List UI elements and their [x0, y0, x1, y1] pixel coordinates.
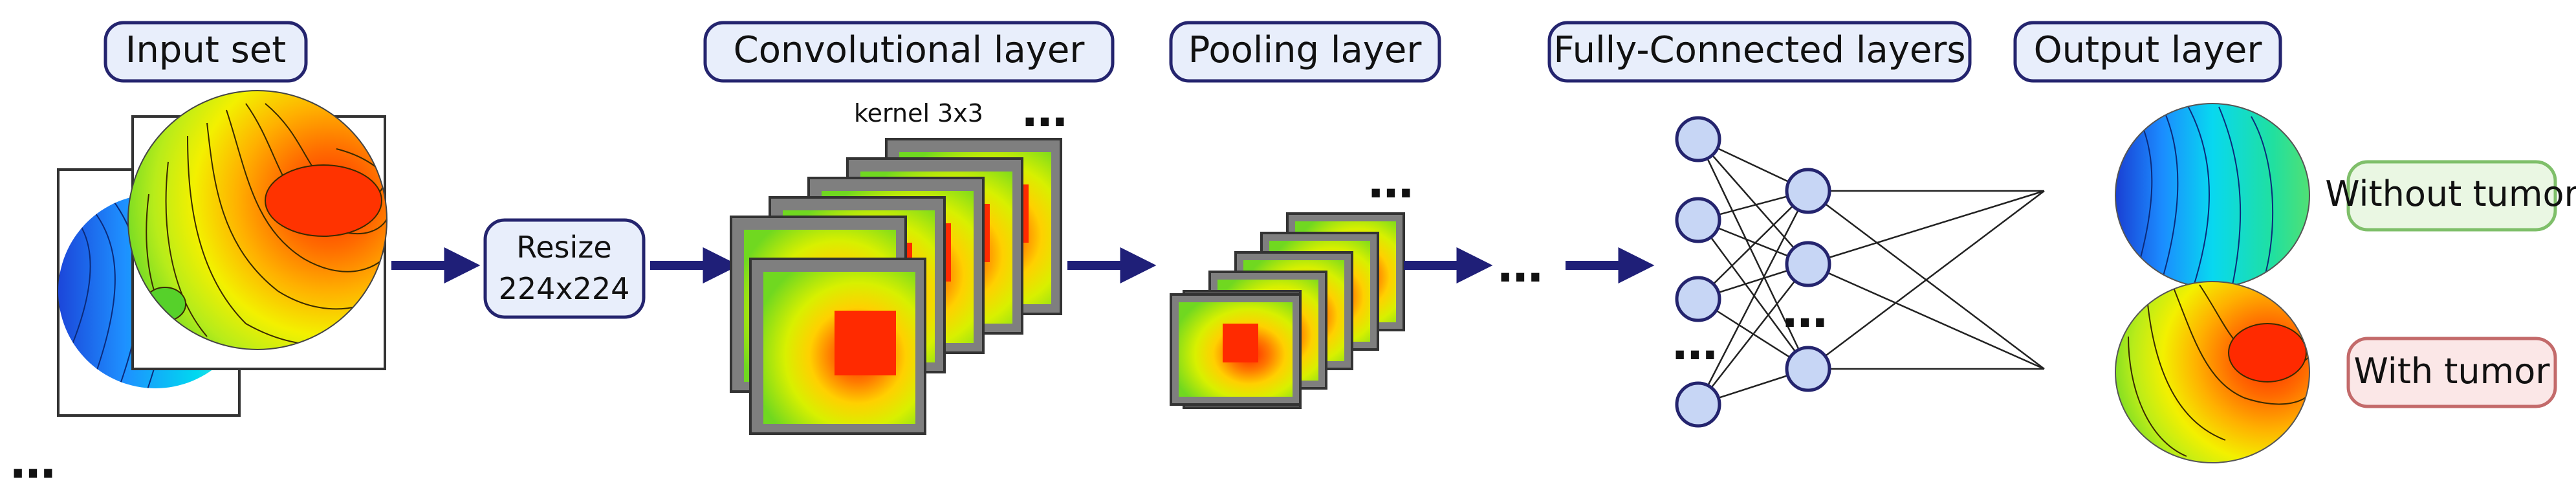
input-more-ellipsis: …	[10, 436, 56, 489]
output-class-with-tumor: With tumor	[2346, 337, 2557, 408]
pre-fc-ellipsis: …	[1498, 239, 1543, 293]
header-pool-label: Pooling layer	[1188, 29, 1423, 71]
neuron	[1675, 276, 1721, 322]
output-map-without-tumor	[2115, 103, 2310, 288]
fc1-more-ellipsis: …	[1672, 317, 1718, 370]
output-class-without-tumor: Without tumor	[2325, 160, 2576, 232]
fc-layer-1	[1675, 116, 1721, 428]
neuron	[1675, 381, 1721, 428]
neuron	[1785, 168, 1831, 214]
header-input-label: Input set	[126, 29, 286, 71]
header-input-set: Input set	[104, 21, 308, 83]
neuron	[1675, 116, 1721, 162]
header-output-layer: Output layer	[2013, 21, 2282, 83]
without-tumor-label: Without tumor	[2325, 173, 2576, 214]
header-convolutional-layer: Convolutional layer	[703, 21, 1115, 83]
fc2-more-ellipsis: …	[1782, 285, 1828, 338]
header-fc-label: Fully-Connected layers	[1553, 29, 1965, 71]
fc-layer-2	[1785, 168, 1831, 392]
conv-more-ellipsis: …	[1022, 84, 1067, 137]
header-conv-label: Convolutional layer	[734, 29, 1086, 71]
neuron	[1785, 241, 1831, 287]
conv-feature-maps	[730, 138, 1062, 435]
output-map-with-tumor	[2115, 281, 2310, 463]
fc-connections	[1697, 138, 2045, 406]
header-output-label: Output layer	[2034, 29, 2263, 71]
neuron	[1785, 346, 1831, 392]
with-tumor-label: With tumor	[2353, 351, 2550, 392]
input-image-front	[127, 90, 387, 370]
header-fully-connected-layers: Fully-Connected layers	[1547, 21, 1972, 83]
resize-label: Resize	[516, 230, 611, 265]
pool-feature-maps	[1170, 212, 1405, 409]
pool-more-ellipsis: …	[1368, 155, 1414, 208]
header-pooling-layer: Pooling layer	[1169, 21, 1441, 83]
neuron	[1675, 197, 1721, 243]
kernel-label: kernel 3x3	[854, 99, 983, 128]
resize-box: Resize 224x224	[483, 218, 646, 319]
resize-size: 224x224	[499, 271, 630, 306]
